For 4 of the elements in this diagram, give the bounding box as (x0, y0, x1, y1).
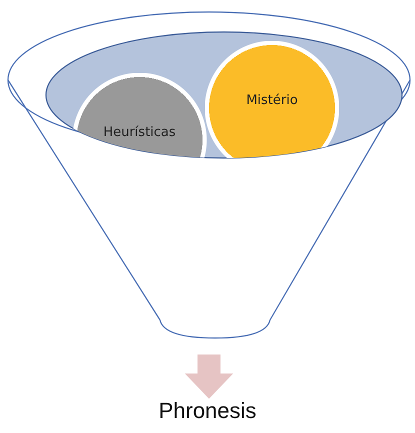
result-label: Phronesis (130, 398, 285, 430)
circle-label: Mistério (246, 93, 298, 108)
block-arrow (184, 354, 234, 399)
circle-label: Heurísticas (103, 125, 176, 140)
